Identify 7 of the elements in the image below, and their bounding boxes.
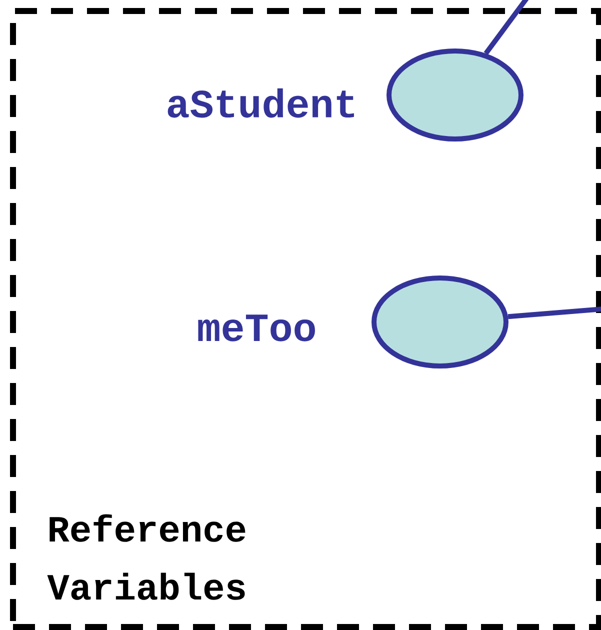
variable-name: meToo: [198, 314, 315, 342]
oval: [372, 276, 508, 368]
frame-title: Reference Variables: [47, 514, 246, 600]
connector-line: [508, 306, 601, 320]
oval: [386, 48, 524, 142]
connector-line: [484, 0, 529, 55]
variable-name: aStudent: [168, 88, 354, 118]
